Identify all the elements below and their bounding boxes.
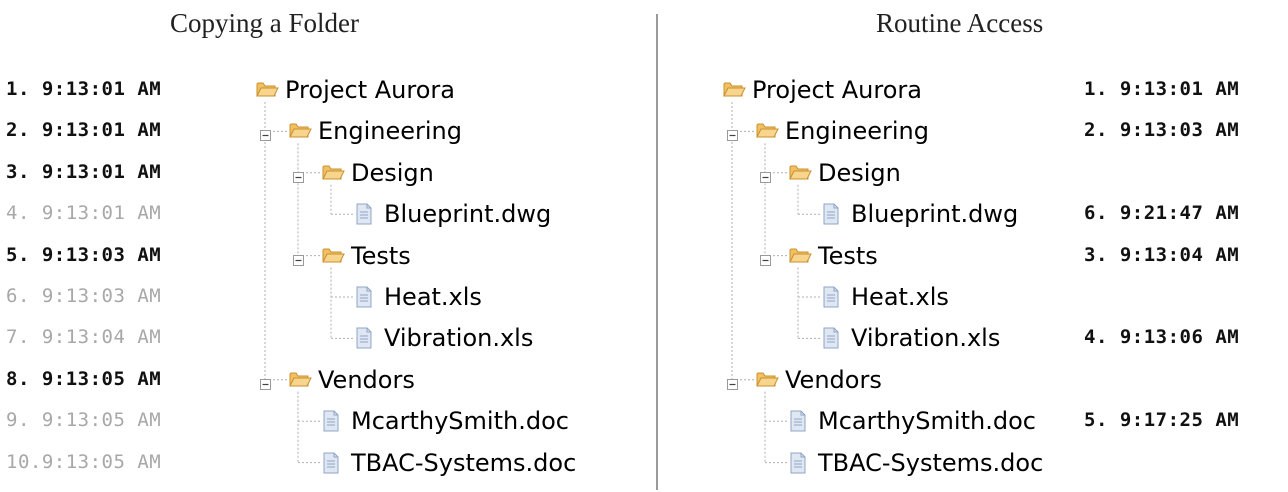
collapse-toggle-icon[interactable] — [760, 168, 771, 187]
left-timestamp: 4. 9:13:01 AM — [6, 202, 162, 225]
file-icon — [354, 286, 374, 312]
folder-icon — [722, 79, 746, 103]
file-label[interactable]: Heat.xls — [851, 283, 949, 311]
folder-label[interactable]: Vendors — [318, 365, 415, 394]
left-timestamp: 1. 9:13:01 AM — [6, 78, 162, 100]
file-icon — [321, 452, 341, 478]
folder-icon — [288, 120, 312, 144]
file-label[interactable]: McarthySmith.doc — [351, 407, 569, 436]
left-timestamp: 5. 9:13:03 AM — [6, 243, 162, 266]
collapse-toggle-icon[interactable] — [260, 375, 271, 394]
folder-label[interactable]: Tests — [351, 241, 411, 270]
folder-icon — [755, 120, 779, 144]
collapse-toggle-icon[interactable] — [727, 126, 738, 145]
left-panel-title: Copying a Folder — [170, 8, 359, 38]
folder-icon — [321, 162, 345, 186]
left-timestamp: 10.9:13:05 AM — [6, 450, 162, 473]
file-icon — [788, 410, 808, 436]
file-label[interactable]: Vibration.xls — [851, 324, 1001, 353]
file-icon — [354, 203, 374, 229]
file-icon — [354, 327, 374, 353]
folder-label[interactable]: Engineering — [318, 117, 462, 146]
left-timestamp: 2. 9:13:01 AM — [6, 119, 162, 142]
collapse-toggle-icon[interactable] — [293, 168, 304, 187]
file-label[interactable]: Vibration.xls — [384, 324, 534, 353]
folder-label[interactable]: Engineering — [785, 117, 929, 146]
file-icon — [821, 203, 841, 229]
file-icon — [321, 410, 341, 436]
right-timestamp: 3. 9:13:04 AM — [1084, 243, 1240, 266]
collapse-toggle-icon[interactable] — [260, 126, 271, 145]
file-label[interactable]: TBAC-Systems.doc — [351, 448, 577, 477]
left-timestamp: 9. 9:13:05 AM — [6, 409, 162, 432]
collapse-toggle-icon[interactable] — [293, 251, 304, 270]
folder-label[interactable]: Tests — [818, 241, 878, 270]
folder-icon — [288, 369, 312, 393]
right-timestamp: 6. 9:21:47 AM — [1084, 202, 1240, 225]
panel-divider — [656, 14, 658, 490]
folder-icon — [755, 369, 779, 393]
folder-label[interactable]: Project Aurora — [752, 76, 922, 104]
file-icon — [788, 452, 808, 478]
folder-icon — [255, 79, 279, 103]
left-timestamp: 6. 9:13:03 AM — [6, 285, 162, 307]
folder-label[interactable]: Design — [351, 158, 434, 187]
right-timestamp: 4. 9:13:06 AM — [1084, 326, 1240, 349]
collapse-toggle-icon[interactable] — [727, 375, 738, 394]
file-label[interactable]: Heat.xls — [384, 283, 482, 311]
folder-icon — [321, 245, 345, 269]
file-label[interactable]: Blueprint.dwg — [384, 200, 552, 229]
folder-icon — [788, 162, 812, 186]
collapse-toggle-icon[interactable] — [760, 251, 771, 270]
right-panel-title: Routine Access — [876, 8, 1044, 38]
folder-label[interactable]: Project Aurora — [285, 76, 455, 104]
file-label[interactable]: TBAC-Systems.doc — [818, 448, 1044, 477]
folder-label[interactable]: Design — [818, 158, 901, 187]
folder-icon — [788, 245, 812, 269]
right-timestamp: 5. 9:17:25 AM — [1084, 409, 1240, 432]
left-timestamp: 3. 9:13:01 AM — [6, 160, 162, 183]
right-timestamp: 2. 9:13:03 AM — [1084, 119, 1240, 142]
file-icon — [821, 286, 841, 312]
file-label[interactable]: Blueprint.dwg — [851, 200, 1019, 229]
left-timestamp: 7. 9:13:04 AM — [6, 326, 162, 349]
file-icon — [821, 327, 841, 353]
right-timestamp: 1. 9:13:01 AM — [1084, 78, 1240, 100]
file-label[interactable]: McarthySmith.doc — [818, 407, 1036, 436]
left-timestamp: 8. 9:13:05 AM — [6, 367, 162, 390]
folder-label[interactable]: Vendors — [785, 365, 882, 394]
